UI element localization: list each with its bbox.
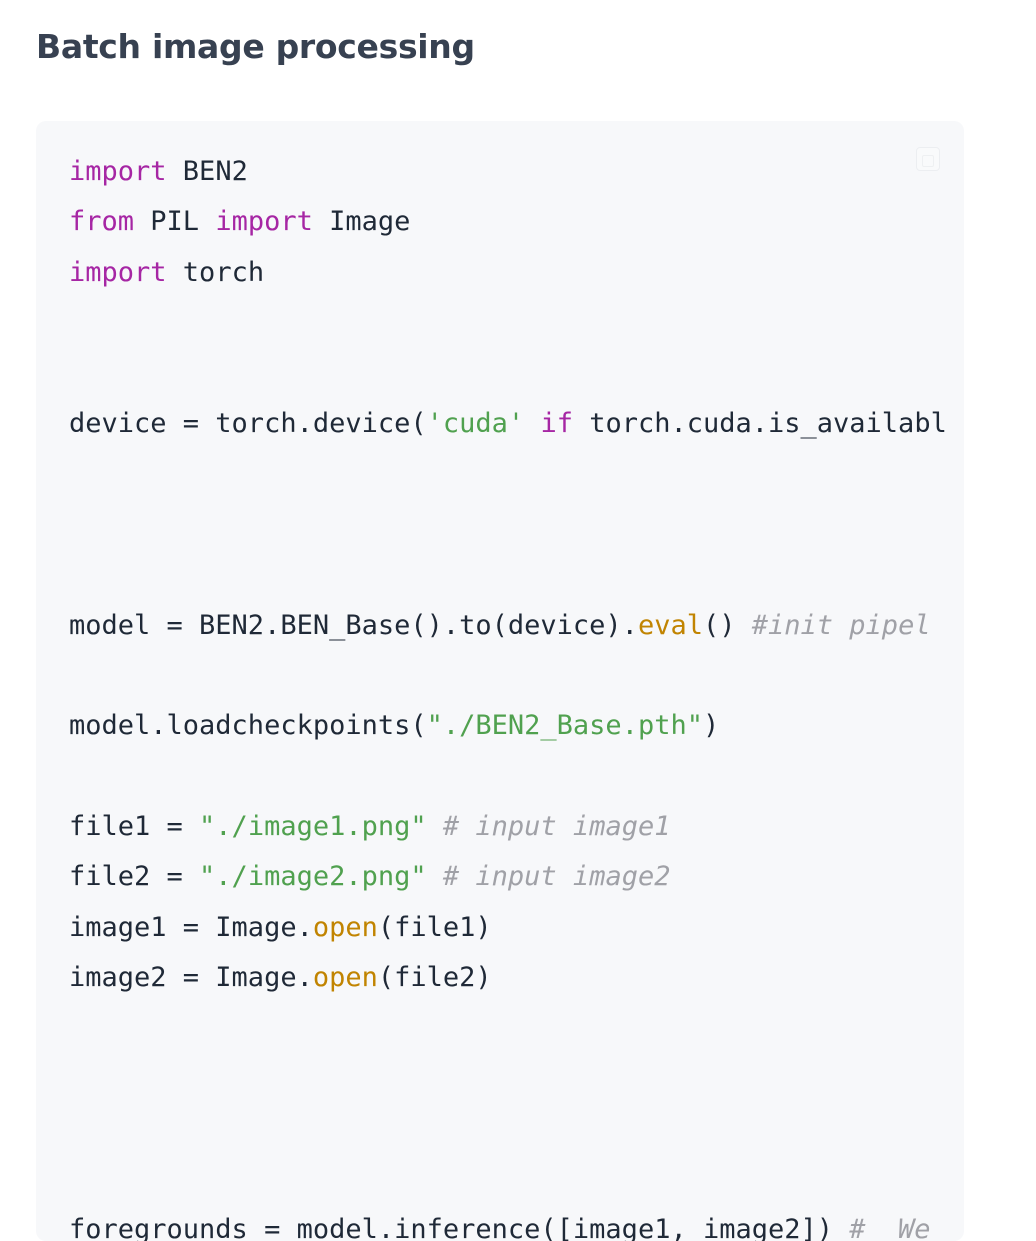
code-line-17: image2 = Image.open(file2): [69, 953, 947, 1003]
function-name: open: [312, 911, 378, 943]
function-name: open: [312, 962, 378, 994]
code-text: ): [702, 710, 720, 742]
string-literal: "./BEN2_Base.pth": [426, 710, 703, 742]
keyword: from: [69, 206, 135, 238]
code-text: device = torch.device(: [69, 407, 427, 439]
code-line-19: [69, 1054, 947, 1104]
comment: #init pipel: [751, 609, 931, 641]
code-line-20: [69, 1104, 947, 1154]
code-line-14: file1 = "./image1.png" # input image1: [69, 802, 947, 852]
code-text: torch: [166, 256, 265, 288]
code-line-12: model.loadcheckpoints("./BEN2_Base.pth"): [69, 701, 947, 751]
keyword: import: [69, 256, 167, 288]
code-line-1: import BEN2: [69, 147, 947, 197]
keyword: if: [540, 407, 573, 439]
code-line-21: [69, 1155, 947, 1205]
code-text: image1 = Image.: [69, 911, 313, 943]
code-text: Image: [312, 206, 411, 238]
code-text: foregrounds = model.inference([image1, i…: [69, 1214, 850, 1241]
comment: # We: [849, 1214, 931, 1241]
function-name: eval: [637, 609, 703, 641]
code-text: model.loadcheckpoints(: [69, 710, 427, 742]
code-line-8: [69, 500, 947, 550]
code-text: file1 =: [69, 811, 200, 843]
keyword: import: [69, 156, 167, 187]
code-line-11: [69, 651, 947, 701]
code-text: (file2): [377, 962, 492, 994]
code-line-3: import torch: [69, 248, 947, 298]
string-literal: "./image1.png": [199, 811, 427, 843]
code-line-2: from PIL import Image: [69, 197, 947, 247]
code-line-10: model = BEN2.BEN_Base().to(device).eval(…: [69, 601, 947, 651]
code-line-22: foregrounds = model.inference([image1, i…: [69, 1205, 947, 1241]
code-line-7: [69, 449, 947, 499]
code-text: torch.cuda.is_availabl: [572, 407, 947, 439]
code-text: [427, 861, 443, 892]
code-line-16: image1 = Image.open(file1): [69, 903, 947, 953]
copy-icon[interactable]: [916, 147, 940, 171]
section-heading: Batch image processing: [36, 27, 475, 66]
code-line-6: device = torch.device('cuda' if torch.cu…: [69, 399, 947, 449]
keyword: import: [215, 206, 313, 238]
code-text: PIL: [134, 206, 216, 238]
code-line-15: file2 = "./image2.png" # input image2: [69, 852, 947, 902]
code-line-4: [69, 298, 947, 348]
code-text: model = BEN2.BEN_Base().to(device).: [69, 609, 638, 641]
code-text: [524, 408, 540, 439]
code-text: (file1): [377, 911, 492, 943]
code-line-13: [69, 752, 947, 802]
code-line-18: [69, 1004, 947, 1054]
code-text: file2 =: [69, 861, 200, 893]
code-line-9: [69, 550, 947, 600]
code-text: [427, 811, 443, 842]
code-line-5: [69, 349, 947, 399]
comment: # input image2: [442, 861, 671, 893]
string-literal: "./image2.png": [199, 861, 427, 893]
comment: # input image1: [442, 811, 671, 843]
string-literal: 'cuda': [426, 407, 525, 439]
code-text: (): [702, 609, 752, 641]
code-text: BEN2: [166, 156, 248, 187]
code-text: image2 = Image.: [69, 962, 313, 994]
